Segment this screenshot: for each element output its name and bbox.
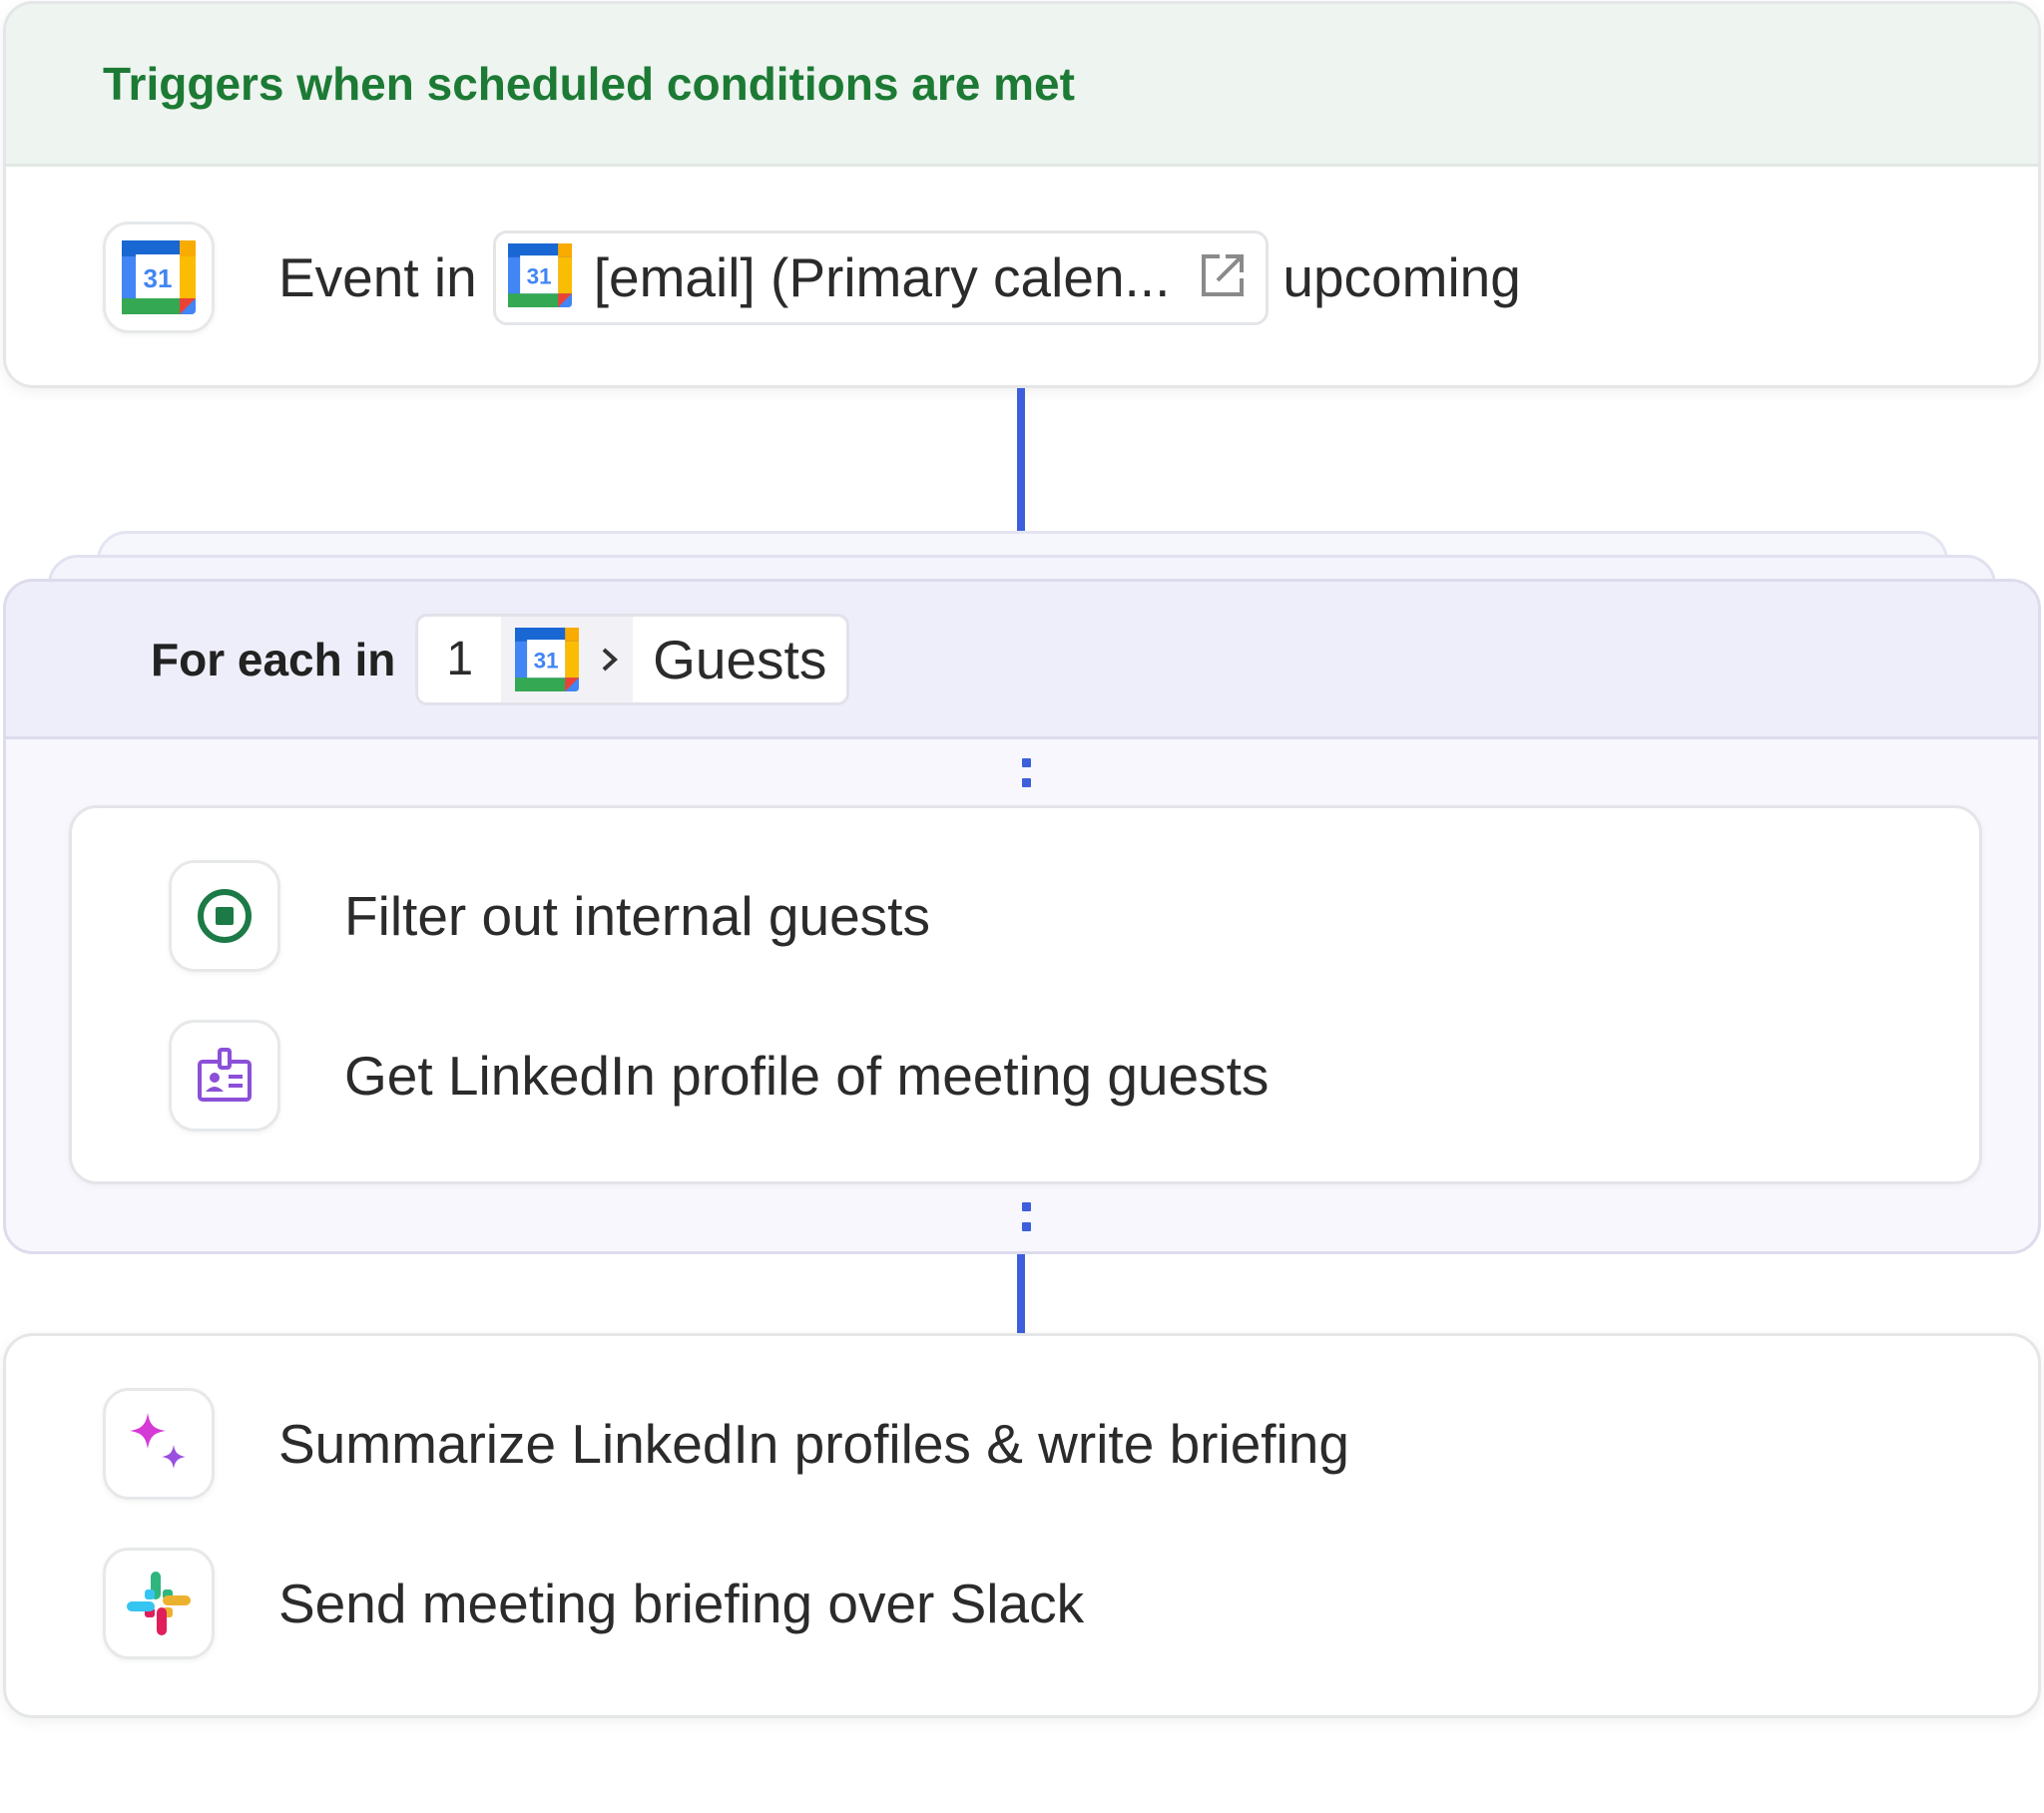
step-send-slack-briefing[interactable]: Send meeting briefing over Slack [103,1548,1084,1659]
connector-line [1017,1254,1025,1333]
step-number-badge: 1 [418,616,502,702]
loop-field-guests: Guests [633,616,847,702]
loop-steps-card: Filter out internal guests Get LinkedIn … [69,805,1982,1184]
upcoming-label: upcoming [1282,246,1521,308]
google-calendar-icon: 31 [507,242,572,312]
svg-text:31: 31 [534,648,559,673]
google-calendar-icon: 31 [103,222,215,333]
id-badge-icon [169,1020,280,1132]
external-link-icon[interactable] [1198,250,1248,305]
trigger-card[interactable]: Triggers when scheduled conditions are m… [3,1,2041,388]
step-label: Send meeting briefing over Slack [278,1573,1085,1634]
event-in-label: Event in [278,246,477,308]
slack-icon [103,1548,215,1659]
chevron-right-icon [589,616,634,702]
step-label: Summarize LinkedIn profiles & write brie… [278,1413,1349,1475]
loop-card[interactable]: For each in 1 31 [3,579,2041,1254]
sparkle-ai-icon [103,1388,215,1500]
actions-card: Summarize LinkedIn profiles & write brie… [3,1333,2041,1718]
dotted-connector [1022,758,1032,798]
trigger-header: Triggers when scheduled conditions are m… [6,4,2038,167]
trigger-header-text: Triggers when scheduled conditions are m… [103,58,1075,110]
step-filter-internal-guests[interactable]: Filter out internal guests [169,860,930,972]
loop-source-chip[interactable]: 1 31 Guests [415,613,850,705]
for-each-label: For each in [151,633,396,685]
calendar-name: [email] (Primary calen... [593,246,1171,308]
connector-line [1017,388,1025,531]
step-label: Get LinkedIn profile of meeting guests [344,1045,1270,1107]
trigger-row[interactable]: 31 Event in 31 [email] (Primary calen... [6,167,2038,385]
svg-text:31: 31 [526,263,551,288]
google-calendar-icon: 31 [505,616,590,702]
step-label: Filter out internal guests [344,885,930,947]
step-get-linkedin-profile[interactable]: Get LinkedIn profile of meeting guests [169,1020,1269,1132]
dotted-connector [1022,1202,1032,1242]
svg-text:31: 31 [144,263,173,293]
stop-filter-icon [169,860,280,972]
step-summarize-briefing[interactable]: Summarize LinkedIn profiles & write brie… [103,1388,1349,1500]
calendar-select-chip[interactable]: 31 [email] (Primary calen... [492,229,1270,325]
loop-header: For each in 1 31 [6,582,2038,739]
